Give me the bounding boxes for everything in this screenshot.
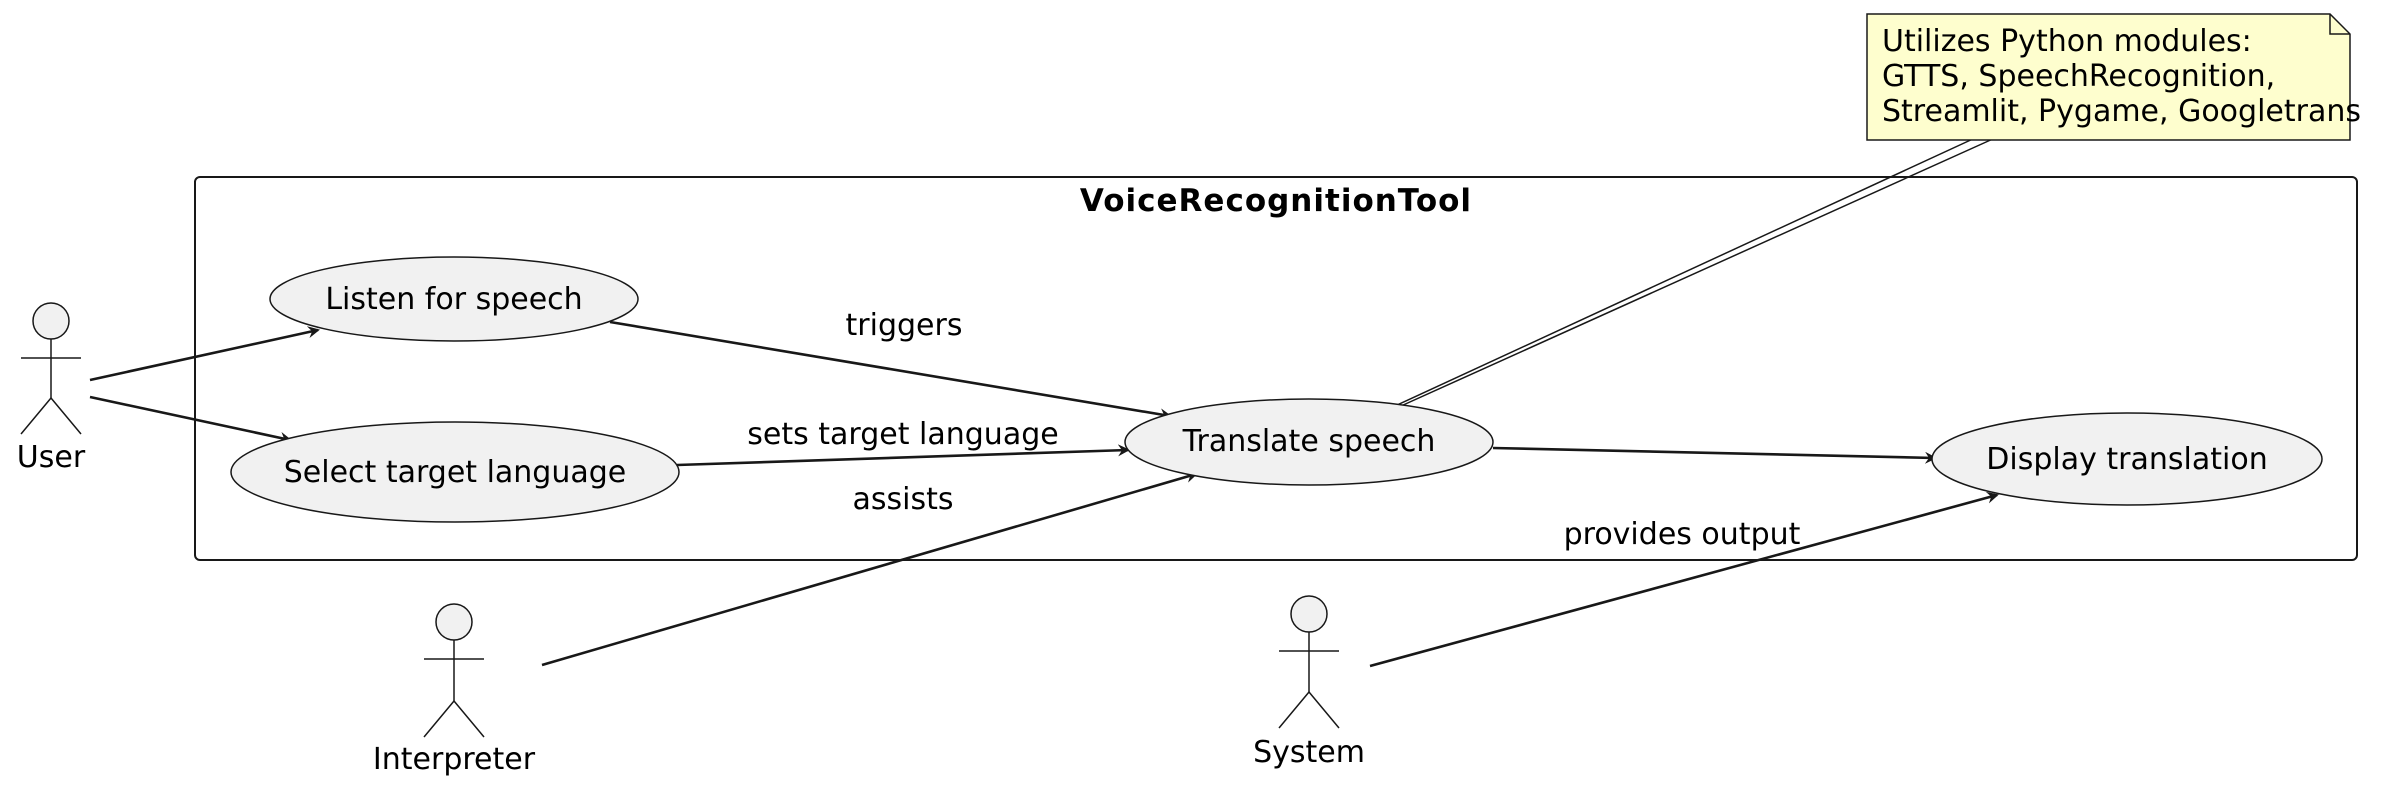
system-title: VoiceRecognitionTool [1080, 183, 1472, 219]
edge-user-select [89, 395, 292, 444]
edge-labels: triggers sets target language assists pr… [747, 308, 1800, 552]
edge-label-sets-target-language: sets target language [747, 417, 1058, 452]
actor-label: System [1253, 735, 1365, 770]
usecase-label: Select target language [284, 455, 627, 490]
note-line-3: Streamlit, Pygame, Googletrans [1882, 94, 2361, 129]
usecase-label: Display translation [1986, 442, 2267, 477]
note-line-2: GTTS, SpeechRecognition, [1882, 59, 2275, 94]
edge-system-display [1369, 491, 1999, 668]
usecase-translate-speech[interactable]: Translate speech [1124, 398, 1494, 486]
edges [89, 320, 1999, 668]
usecase-display-translation[interactable]: Display translation [1931, 412, 2323, 506]
actor-system[interactable]: System [1253, 595, 1365, 770]
actor-label: User [17, 440, 86, 475]
edge-translate-display [1492, 446, 1937, 464]
actor-interpreter[interactable]: Interpreter [373, 603, 536, 777]
edge-label-triggers: triggers [846, 308, 963, 343]
edge-user-listen [89, 326, 320, 382]
edge-select-translate [676, 444, 1130, 467]
usecase-label: Translate speech [1182, 424, 1436, 459]
actor-head-icon [32, 302, 70, 340]
edge-listen-translate [609, 320, 1172, 421]
actor-label: Interpreter [373, 742, 536, 777]
usecase-label: Listen for speech [325, 282, 582, 317]
note: Utilizes Python modules: GTTS, SpeechRec… [1866, 13, 2361, 141]
note-connector [1394, 137, 1996, 407]
actor-user[interactable]: User [17, 302, 86, 475]
edge-interpreter-translate [541, 471, 1198, 667]
usecase-select-target-language[interactable]: Select target language [230, 421, 680, 523]
actor-head-icon [1290, 595, 1328, 633]
actor-head-icon [435, 603, 473, 641]
edge-label-provides-output: provides output [1564, 517, 1801, 552]
edge-label-assists: assists [852, 482, 953, 517]
note-line-1: Utilizes Python modules: [1882, 24, 2252, 59]
usecase-listen-for-speech[interactable]: Listen for speech [269, 256, 639, 342]
